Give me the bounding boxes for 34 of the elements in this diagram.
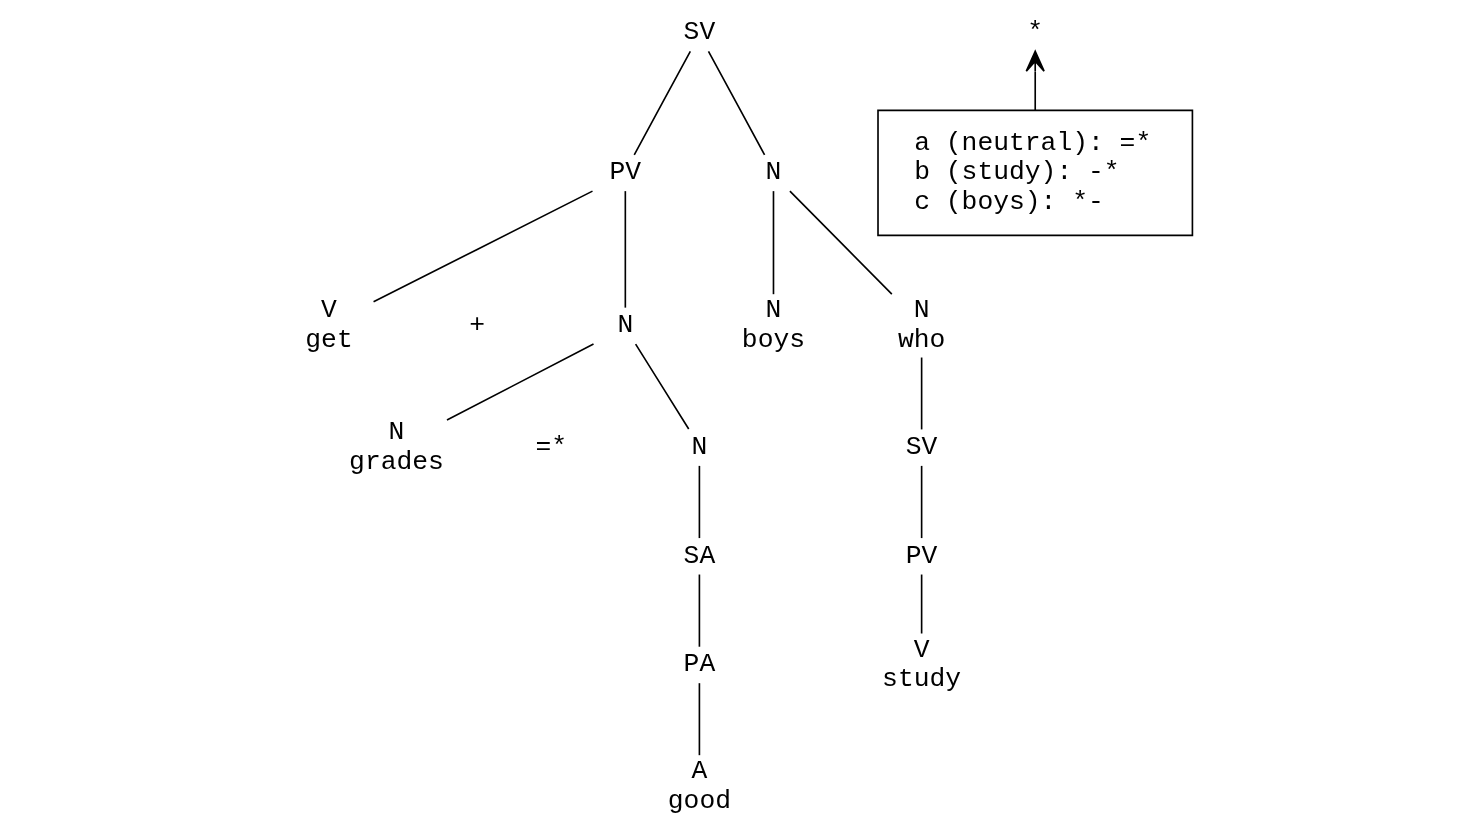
connector <box>772 190 775 295</box>
label: + <box>469 310 486 341</box>
arrow <box>1025 50 1045 112</box>
node-text: SA <box>683 540 716 571</box>
connector <box>634 343 690 430</box>
node-text: N <box>617 310 634 341</box>
node-text: V get <box>305 295 353 356</box>
connector <box>698 682 701 756</box>
node-text: N boys <box>741 295 806 356</box>
node-text: V study <box>882 634 962 695</box>
connector <box>633 50 692 156</box>
node-text: N <box>691 432 708 463</box>
connector <box>789 190 893 295</box>
node-text: PV <box>609 157 642 188</box>
node-text: PA <box>683 649 716 680</box>
connector <box>698 573 701 648</box>
node-text: PV <box>905 540 938 571</box>
node-text: SV <box>683 17 716 48</box>
connector <box>920 465 923 539</box>
connector <box>624 190 627 309</box>
node-text: A good <box>667 756 732 816</box>
node-text: N <box>765 157 782 188</box>
connector <box>920 356 923 431</box>
label: =* <box>535 432 568 463</box>
node-text: N who <box>897 295 946 356</box>
node-box: a (neutral): =* b (study): -* c (boys): *- <box>877 109 1194 237</box>
node-text: N grades <box>349 417 444 477</box>
node-text: SV <box>905 432 938 463</box>
connector <box>372 190 594 303</box>
connector <box>707 50 766 156</box>
node-text: * <box>1027 17 1044 48</box>
connector <box>920 573 923 635</box>
connector <box>446 343 595 421</box>
connector <box>698 465 701 539</box>
